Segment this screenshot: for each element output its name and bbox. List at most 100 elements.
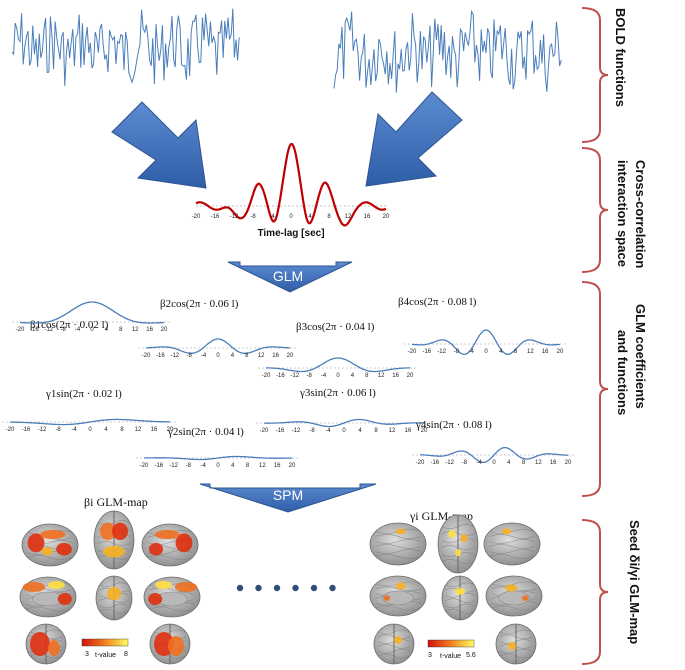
glm-function-tick: -8	[186, 463, 192, 469]
activation-blob	[508, 642, 516, 650]
glm-function-tick: 20	[287, 353, 294, 359]
glm-function-tick: 8	[119, 327, 123, 333]
glm-function-tick: 12	[132, 327, 139, 333]
glm-function-tick: 20	[289, 463, 296, 469]
activation-blob	[30, 632, 50, 656]
glm-function-tick: 4	[231, 353, 235, 359]
ellipsis-dots	[236, 584, 336, 592]
glm-function-tick: 16	[405, 428, 412, 434]
glm-function-tick: -8	[309, 428, 315, 434]
glm-function-tick: -8	[61, 327, 67, 333]
glm-function-label: γ2sin(2π · 0.04 l)	[167, 426, 244, 438]
glm-function-tick: -8	[55, 427, 61, 433]
glm-function-curve	[264, 418, 424, 428]
glm-function-tick: -4	[321, 373, 327, 379]
glm-function-tick: -16	[154, 463, 163, 469]
glm-arrow: GLM	[227, 261, 353, 293]
glm-function-tick: 4	[351, 373, 355, 379]
brain-sulcus	[489, 544, 535, 549]
glm-function-curve	[144, 455, 292, 461]
brain-sulcus	[489, 529, 535, 534]
glm-function-label: γ3sin(2π · 0.06 l)	[299, 387, 376, 399]
activation-blob	[454, 588, 466, 595]
brain-render	[95, 575, 133, 621]
colorbar-right-min: 3	[428, 652, 432, 659]
glm-function-tick: 8	[514, 349, 518, 355]
xcorr-tick-label: -4	[269, 214, 275, 220]
glm-function-tick: 0	[88, 427, 92, 433]
glm-function-tick: -16	[430, 460, 439, 466]
glm-function-tick: -20	[6, 427, 15, 433]
brain-sulcus	[27, 555, 73, 560]
glm-function-curve	[10, 418, 170, 426]
brain-sulcus	[375, 554, 421, 559]
brain-render	[25, 623, 67, 665]
brain-sulcus	[147, 555, 193, 560]
activation-blob	[501, 528, 512, 535]
activation-blob	[154, 529, 180, 540]
beta-map-label: βi GLM-map	[84, 495, 148, 509]
glm-function-tick: -20	[262, 373, 271, 379]
xcorr-tick-label: -20	[192, 214, 201, 220]
glm-function-label: β2cos(2π · 0.06 l)	[160, 298, 239, 310]
brain-sulcus	[491, 605, 537, 611]
side-label-xcorr-2: interaction space	[615, 160, 630, 267]
arrow-right-to-xcorr	[365, 91, 463, 187]
activation-blob	[168, 636, 184, 656]
glm-function-tick: 16	[272, 353, 279, 359]
brain-render	[19, 576, 77, 618]
glm-function-tick: 20	[167, 427, 174, 433]
glm-function-tick: -8	[462, 460, 468, 466]
brain-render	[93, 510, 135, 570]
glm-function-tick: 12	[135, 427, 142, 433]
glm-arrow-label: GLM	[273, 268, 303, 284]
activation-blob	[448, 529, 456, 538]
glm-function-tick: -12	[170, 353, 179, 359]
side-brackets	[581, 7, 609, 665]
activation-blob	[148, 593, 163, 605]
activation-blob	[40, 529, 66, 540]
glm-function-curve	[266, 357, 410, 373]
activation-blob	[460, 534, 468, 543]
glm-function-tick: 4	[231, 463, 235, 469]
activation-blob	[100, 522, 116, 540]
brain-sulcus	[375, 549, 421, 554]
brain-render	[21, 523, 79, 567]
xcorr-tick-label: 16	[364, 214, 371, 220]
activation-blob	[505, 584, 518, 592]
glm-function-tick: 4	[358, 428, 362, 434]
glm-function-tick: 8	[120, 427, 124, 433]
brain-render	[149, 623, 191, 665]
brain-render	[369, 575, 427, 617]
glm-function-tick: 20	[421, 428, 428, 434]
activation-blob	[27, 533, 45, 553]
glm-function-tick: 8	[374, 428, 378, 434]
brain-render	[141, 523, 199, 567]
activation-blob	[383, 595, 391, 601]
glm-function-tick: -4	[75, 327, 81, 333]
brain-sulcus	[489, 539, 535, 544]
spm-arrow: SPM	[199, 483, 377, 513]
glm-function-tick: 12	[378, 373, 385, 379]
activation-blob	[174, 582, 198, 592]
glm-function-curve	[20, 301, 164, 324]
glm-function-tick: 4	[105, 327, 109, 333]
glm-function-tick: -20	[16, 327, 25, 333]
brain-sulcus	[375, 544, 421, 549]
glm-function-curve	[411, 329, 561, 355]
colorbar-left-gradient	[81, 638, 129, 647]
activation-blob	[56, 542, 72, 556]
ellipsis-dot	[292, 584, 299, 592]
glm-function-tick: -20	[260, 428, 269, 434]
glm-function-tick: 12	[259, 463, 266, 469]
glm-function-tick: -4	[71, 427, 77, 433]
activation-blob	[521, 595, 529, 601]
colorbar-right-title: t-value	[440, 653, 461, 660]
arrow-left-to-xcorr	[111, 101, 207, 189]
ellipsis-dot	[329, 584, 336, 592]
brain-render	[485, 575, 543, 617]
